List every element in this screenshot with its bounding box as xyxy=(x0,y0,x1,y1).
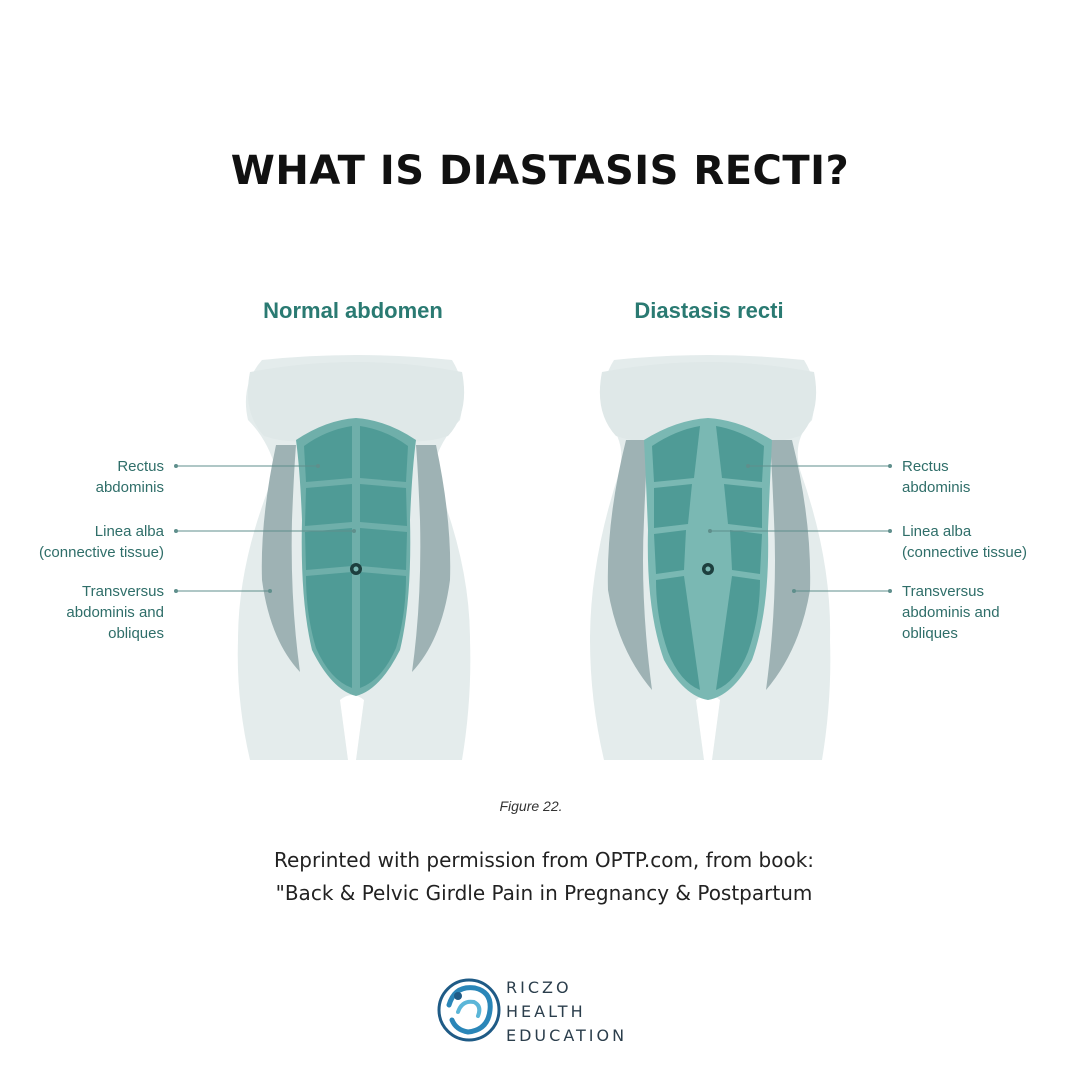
normal-obliques-right xyxy=(412,445,451,672)
label-transversus-right: Transversus abdominis and obliques xyxy=(902,583,1000,642)
logo-text-health: HEALTH xyxy=(506,1002,586,1021)
logo-text-education: EDUCATION xyxy=(506,1026,628,1045)
normal-obliques-left xyxy=(261,445,300,672)
label-transversus-left: Transversus abdominis and obliques xyxy=(66,583,164,642)
normal-chest xyxy=(247,362,465,442)
diastasis-recti-title: Diastasis recti xyxy=(634,298,784,323)
diastasis-chest xyxy=(599,362,817,442)
riczo-logo-icon xyxy=(437,978,501,1042)
normal-abdomen-figure xyxy=(174,355,471,760)
label-linea-right: Linea alba (connective tissue) xyxy=(902,523,1028,561)
diastasis-obliques-right xyxy=(766,440,811,690)
label-linea-left: Linea alba (connective tissue) xyxy=(38,523,164,561)
label-rectus-left: Rectus abdominis xyxy=(95,458,164,496)
label-rectus-right: Rectus abdominis xyxy=(902,458,971,496)
credit-line-1: Reprinted with permission from OPTP.com,… xyxy=(273,848,815,872)
page-title: WHAT IS DIASTASIS RECTI? xyxy=(230,148,850,194)
credit-line-2: "Back & Pelvic Girdle Pain in Pregnancy … xyxy=(275,881,813,905)
figure-caption: Figure 22. xyxy=(499,798,563,814)
diastasis-figure xyxy=(590,355,892,760)
diastasis-obliques-left xyxy=(607,440,652,690)
normal-abdomen-title: Normal abdomen xyxy=(263,298,443,323)
logo-text-riczo: RICZO xyxy=(506,978,572,997)
